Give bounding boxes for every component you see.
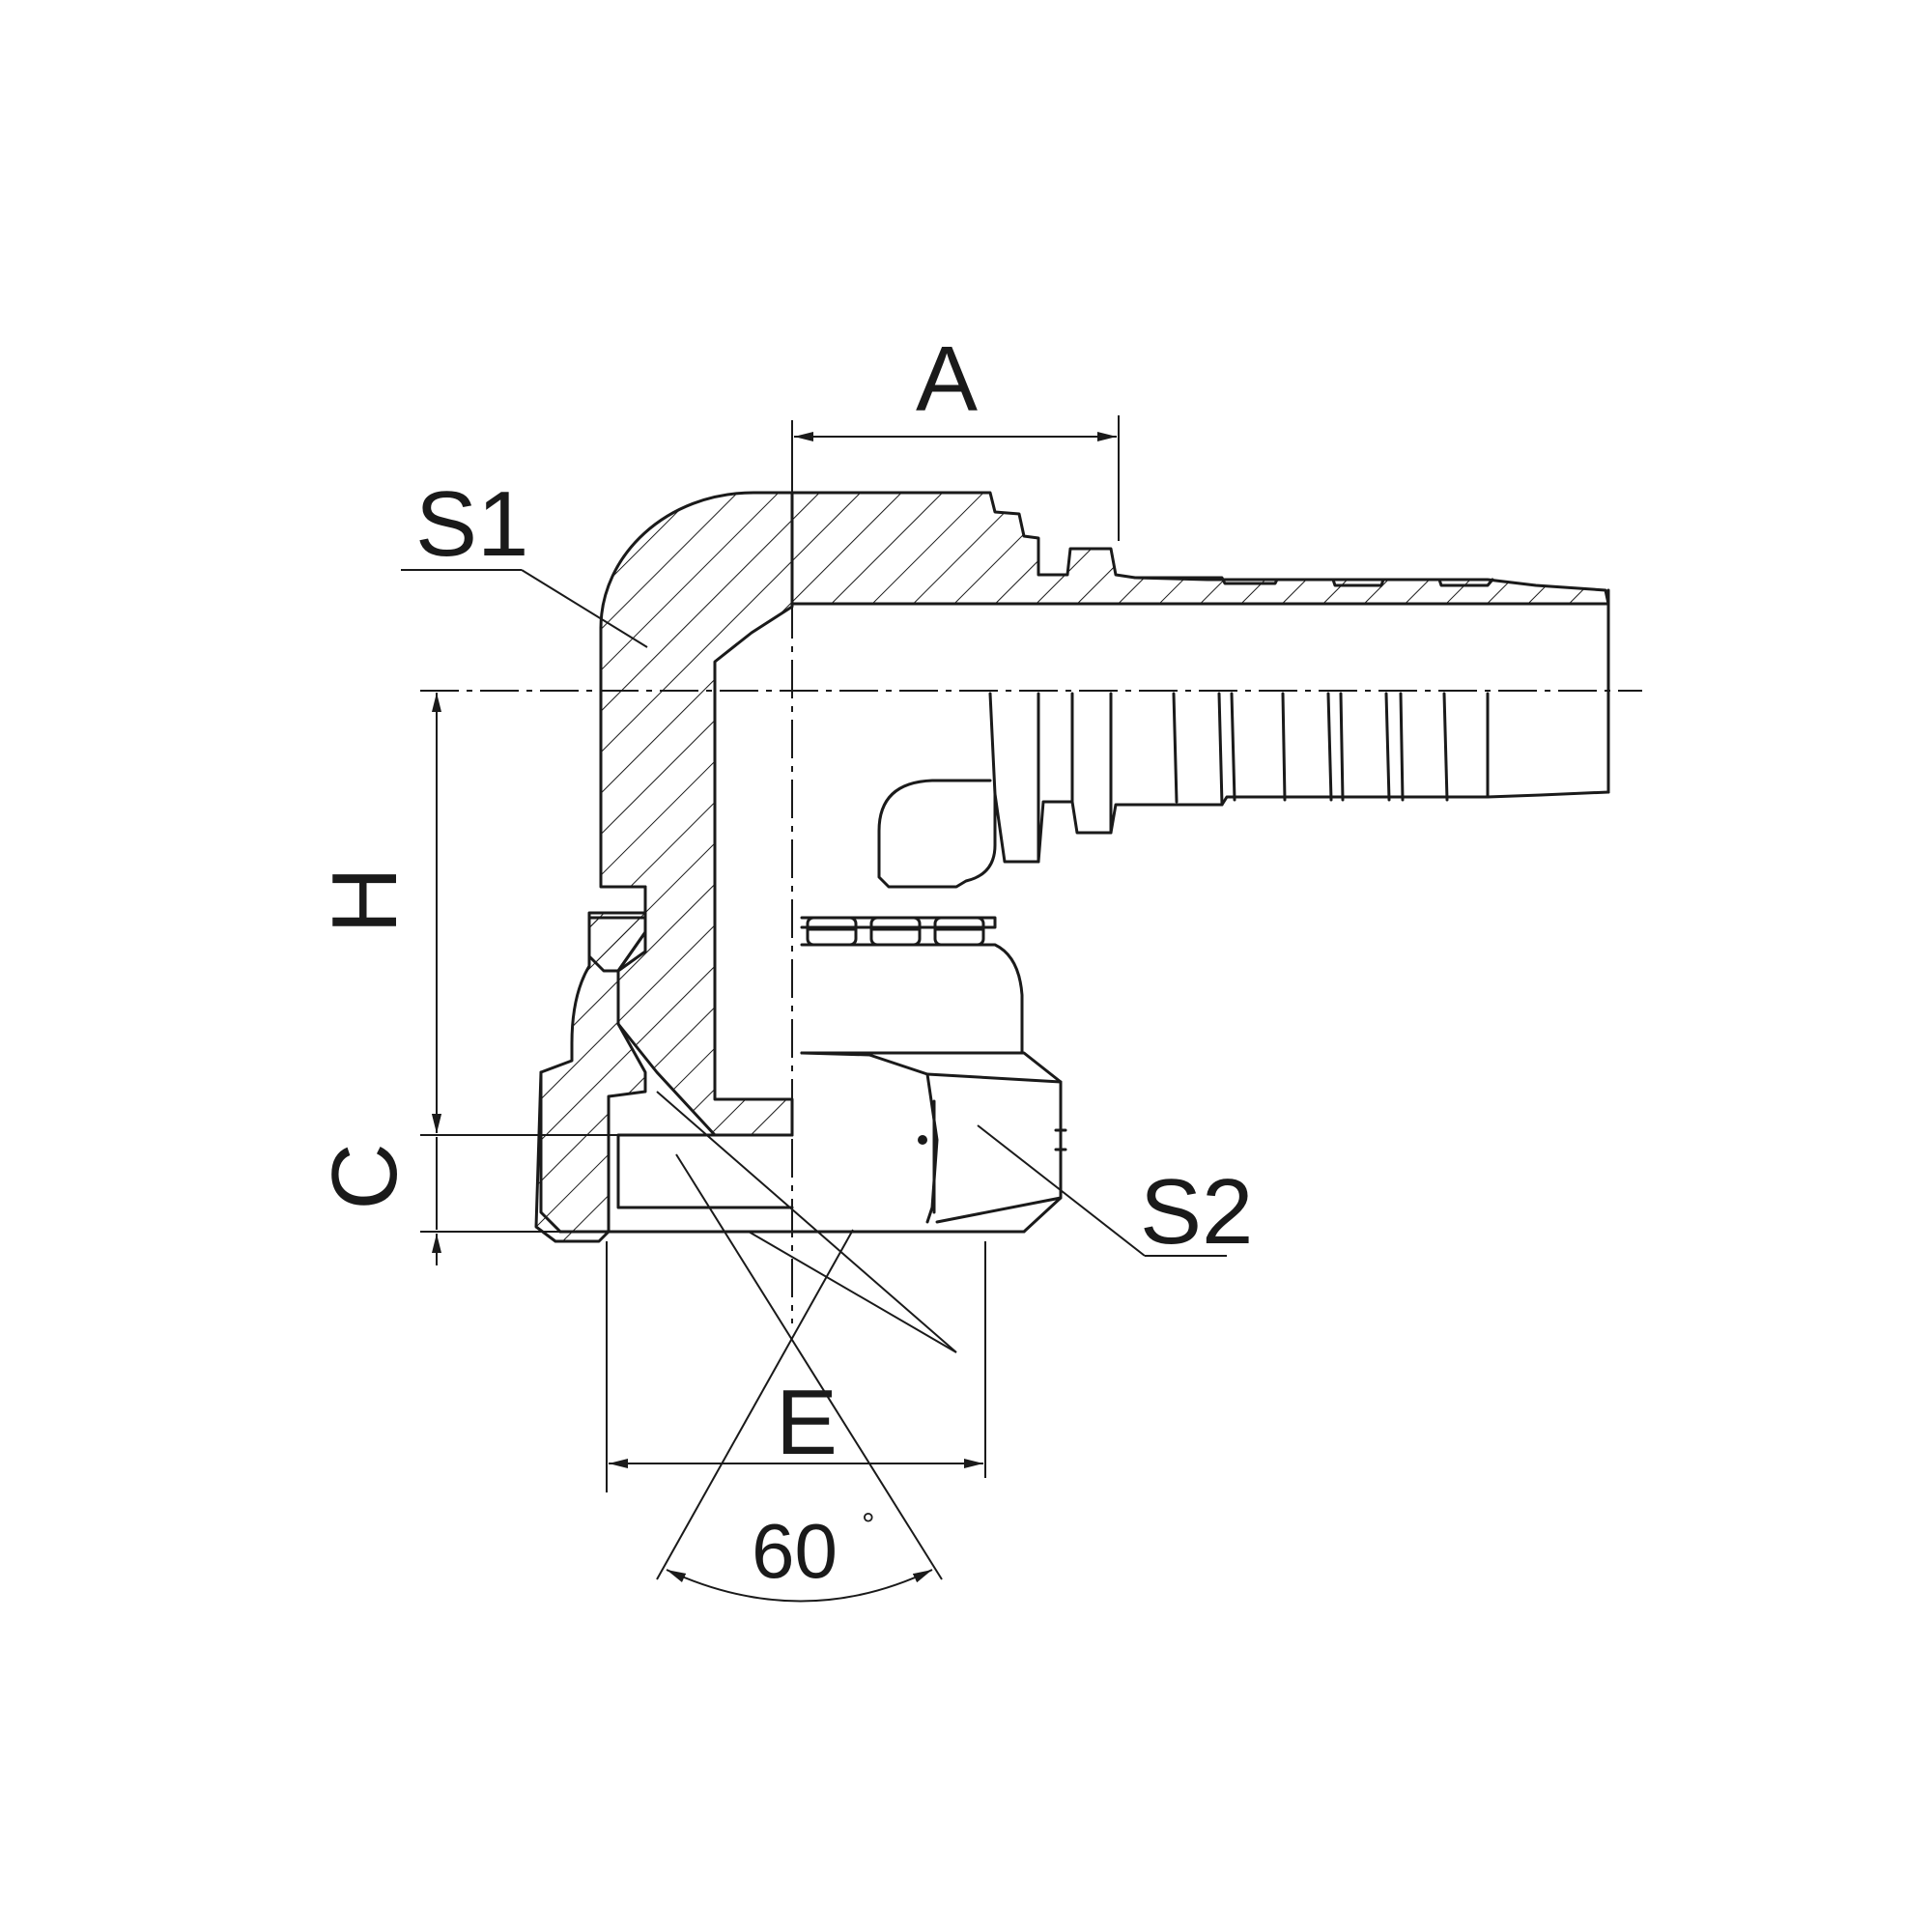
shank-barb-lines (988, 692, 1610, 864)
shank-lower-outline (993, 602, 1610, 864)
label-cone-angle-unit: ° (862, 1507, 875, 1544)
dimension-h (420, 693, 618, 1136)
dimension-a (791, 415, 1120, 541)
nut-right-outline (800, 916, 1067, 1234)
nut-retaining-ring (587, 911, 647, 973)
dimension-e (606, 1241, 986, 1492)
nut-left-section (534, 885, 647, 1243)
elbow-inner-bend (877, 779, 997, 889)
cone-seat-bore (616, 1133, 794, 1209)
label-c: C (313, 1143, 416, 1209)
label-e: E (776, 1371, 838, 1474)
dimension-c (420, 1101, 560, 1265)
cone-angle-lines (656, 1091, 957, 1580)
label-s2: S2 (1140, 1160, 1253, 1264)
cone-angle-arc (666, 1569, 933, 1603)
label-cone-angle: 60 (752, 1508, 838, 1594)
shank-barbs-upper (1133, 576, 1494, 587)
leader-s2 (977, 1124, 1227, 1257)
label-h: H (313, 867, 416, 933)
label-s1: S1 (415, 472, 528, 576)
leader-s1 (401, 569, 648, 648)
label-a: A (916, 327, 978, 431)
elbow-body-section (599, 491, 794, 1137)
nut-left-outline (539, 1070, 562, 1234)
hose-shank-section (790, 491, 1610, 606)
